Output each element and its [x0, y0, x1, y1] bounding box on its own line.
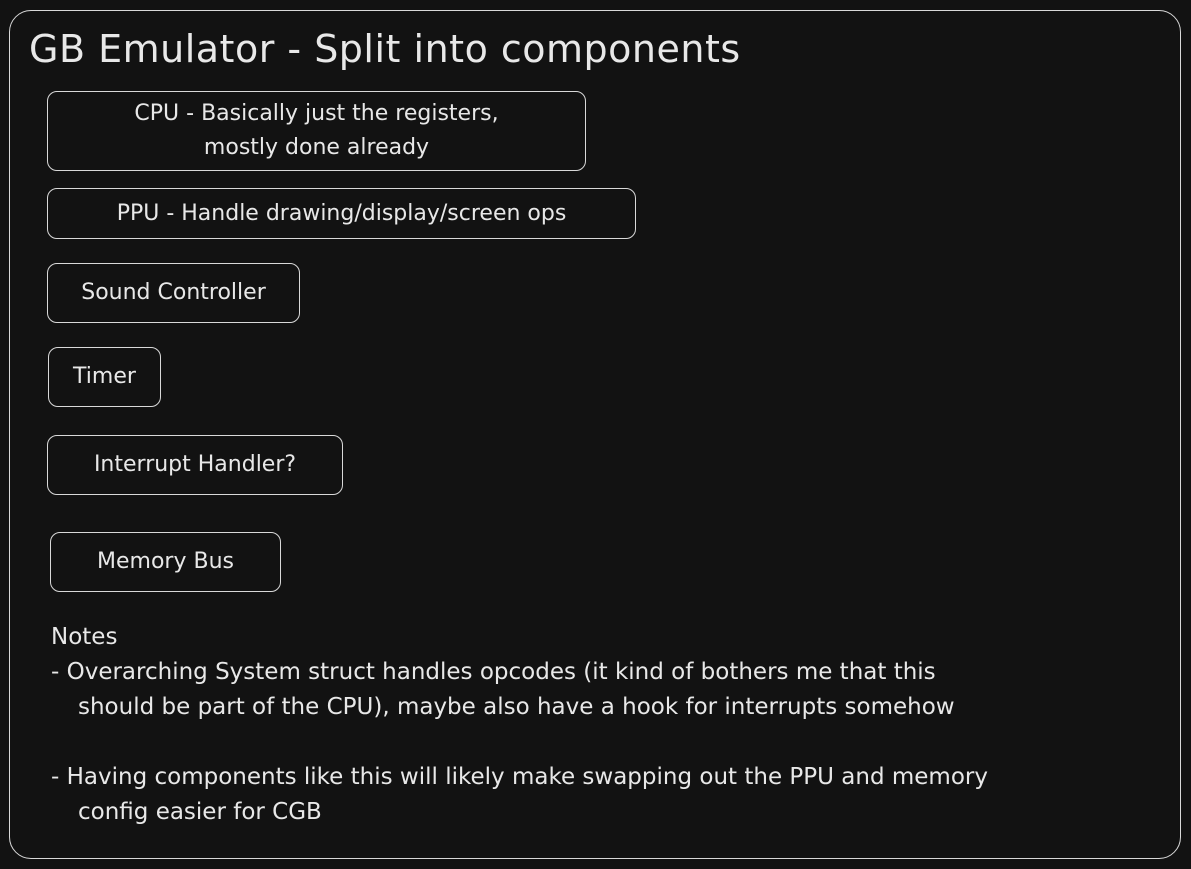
component-cpu-label-line-2: mostly done already [203, 135, 430, 160]
component-sound-controller[interactable]: Sound Controller [47, 263, 300, 323]
component-timer-label: Timer [73, 364, 136, 389]
component-memory-bus[interactable]: Memory Bus [50, 532, 281, 592]
note-item-line: - Overarching System struct handles opco… [51, 659, 936, 685]
component-sound-controller-label: Sound Controller [81, 280, 266, 305]
component-cpu[interactable]: CPU - Basically just the registers, most… [47, 91, 586, 171]
note-item-line: - Having components like this will likel… [51, 764, 988, 790]
note-item: - Overarching System struct handles opco… [51, 655, 988, 725]
note-spacer [51, 725, 988, 760]
page-title: GB Emulator - Split into components [29, 27, 741, 71]
note-item: - Having components like this will likel… [51, 760, 988, 830]
component-ppu-label: PPU - Handle drawing/display/screen ops [116, 200, 567, 226]
notes-block: Notes - Overarching System struct handle… [51, 620, 988, 830]
component-interrupt-handler-label: Interrupt Handler? [93, 452, 297, 477]
note-item-line: should be part of the CPU), maybe also h… [78, 694, 955, 720]
canvas-frame [9, 10, 1181, 859]
component-ppu[interactable]: PPU - Handle drawing/display/screen ops [47, 188, 636, 239]
notes-heading: Notes [51, 624, 118, 650]
component-cpu-label-line-1: CPU - Basically just the registers, [134, 101, 499, 126]
note-item-line: config easier for CGB [78, 799, 322, 825]
component-timer[interactable]: Timer [48, 347, 161, 407]
component-interrupt-handler[interactable]: Interrupt Handler? [47, 435, 343, 495]
component-memory-bus-label: Memory Bus [97, 549, 234, 574]
